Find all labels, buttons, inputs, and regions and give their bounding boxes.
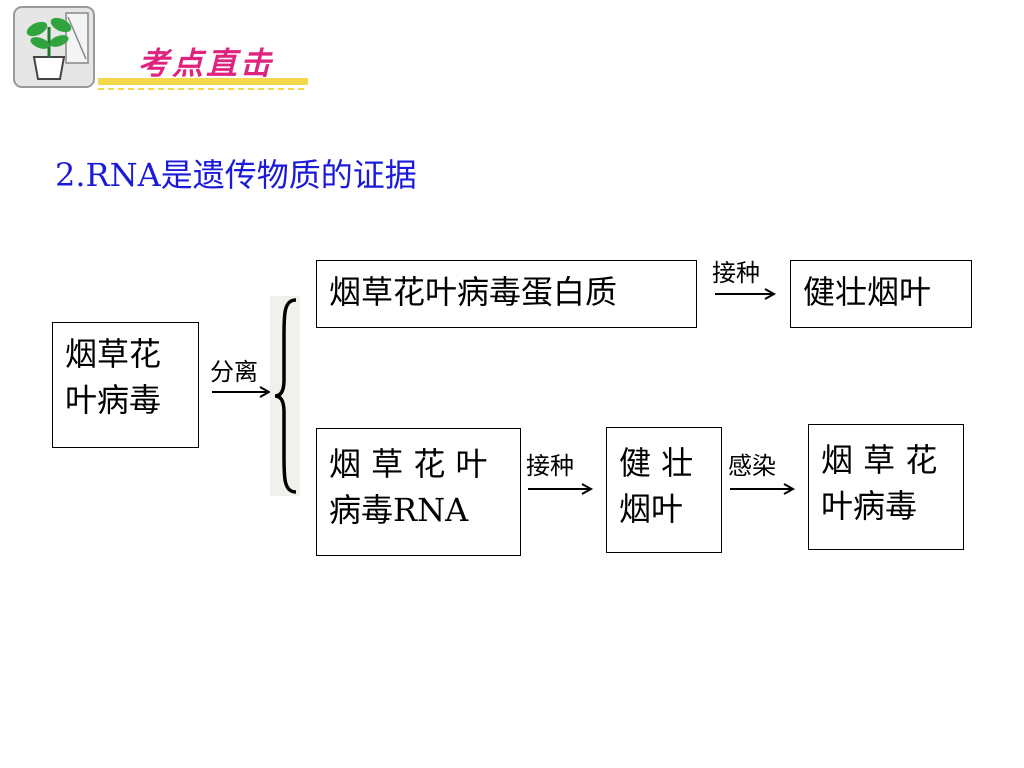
potted-plant-icon xyxy=(13,6,95,88)
healthy-leaf-line-1: 健 壮 xyxy=(619,444,694,482)
section-heading: 2.RNA是遗传物质的证据 xyxy=(55,156,417,194)
healthy-leaf-box: 健 壮 烟叶 xyxy=(606,427,722,553)
separate-label: 分离 xyxy=(210,358,258,386)
header-underline-decoration xyxy=(98,78,308,90)
top-inoculate-label: 接种 xyxy=(712,259,760,287)
infect-arrow xyxy=(730,483,796,495)
bottom-inoculate-arrow xyxy=(528,483,594,495)
rna-box-line-2: 病毒RNA xyxy=(329,491,469,529)
left-brace xyxy=(270,296,300,496)
protein-box: 烟草花叶病毒蛋白质 xyxy=(316,260,697,328)
rna-box: 烟 草 花 叶 病毒RNA xyxy=(316,428,521,556)
top-inoculate-arrow xyxy=(715,288,777,300)
bottom-result-line-1: 烟 草 花 xyxy=(821,441,938,479)
separate-arrow xyxy=(212,386,272,398)
bottom-result-line-2: 叶病毒 xyxy=(821,487,918,525)
bottom-inoculate-label: 接种 xyxy=(526,452,574,480)
top-result-box: 健壮烟叶 xyxy=(790,260,972,328)
rna-box-line-1: 烟 草 花 叶 xyxy=(329,445,488,483)
infect-label: 感染 xyxy=(728,452,776,480)
header-title: 考点直击 xyxy=(138,46,274,82)
healthy-leaf-line-2: 烟叶 xyxy=(619,490,684,528)
source-virus-line-2: 叶病毒 xyxy=(65,381,162,419)
source-virus-box: 烟草花 叶病毒 xyxy=(52,322,199,448)
source-virus-line-1: 烟草花 xyxy=(65,335,162,373)
bottom-result-box: 烟 草 花 叶病毒 xyxy=(808,424,964,550)
